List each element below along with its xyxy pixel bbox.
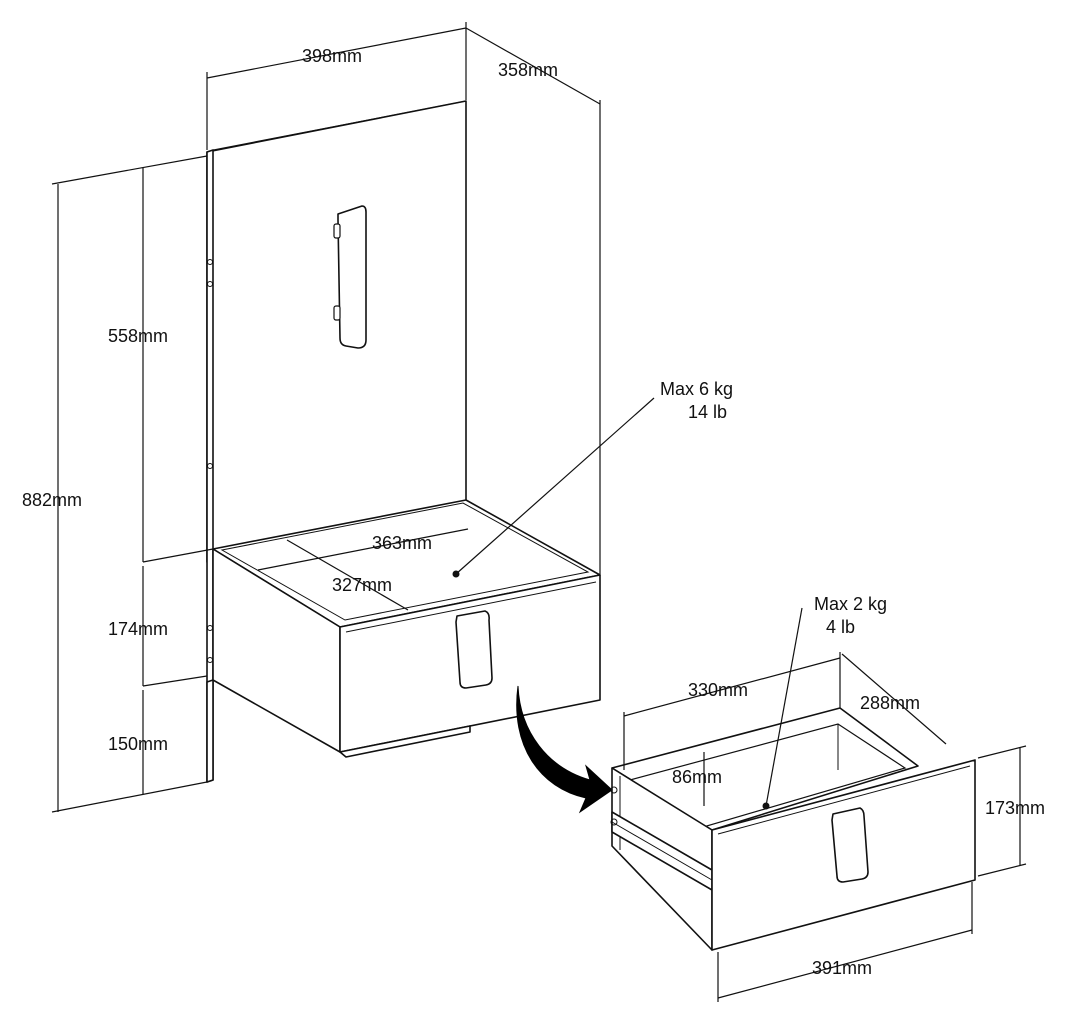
load-labels: Max 6 kg 14 lb Max 2 kg 4 lb (660, 379, 887, 637)
label-top-max-lb: 14 lb (688, 402, 727, 422)
dimension-labels: 398mm 358mm 882mm 558mm 174mm 150mm 363m… (22, 46, 1045, 978)
label-drawer-front-width: 391mm (812, 958, 872, 978)
label-cabinet-width: 398mm (302, 46, 362, 66)
dimension-lines (51, 22, 1027, 1002)
label-top-width: 363mm (372, 533, 432, 553)
label-drawer-width: 330mm (688, 680, 748, 700)
label-top-depth: 327mm (332, 575, 392, 595)
label-cabinet-depth: 358mm (498, 60, 558, 80)
label-shelf-height: 174mm (108, 619, 168, 639)
open-drawer-arrow (516, 685, 613, 814)
label-total-height: 882mm (22, 490, 82, 510)
label-top-max-kg: Max 6 kg (660, 379, 733, 399)
label-bottom-gap: 150mm (108, 734, 168, 754)
cabinet-handle-icon (455, 610, 493, 689)
label-drawer-inner-height: 86mm (672, 767, 722, 787)
drawer-open (610, 707, 976, 951)
panel-hanger-icon (333, 205, 367, 349)
drawer-handle-icon (831, 807, 869, 883)
label-drawer-depth: 288mm (860, 693, 920, 713)
label-drawer-max-lb: 4 lb (826, 617, 855, 637)
label-drawer-front-height: 173mm (985, 798, 1045, 818)
label-panel-height: 558mm (108, 326, 168, 346)
label-drawer-max-kg: Max 2 kg (814, 594, 887, 614)
